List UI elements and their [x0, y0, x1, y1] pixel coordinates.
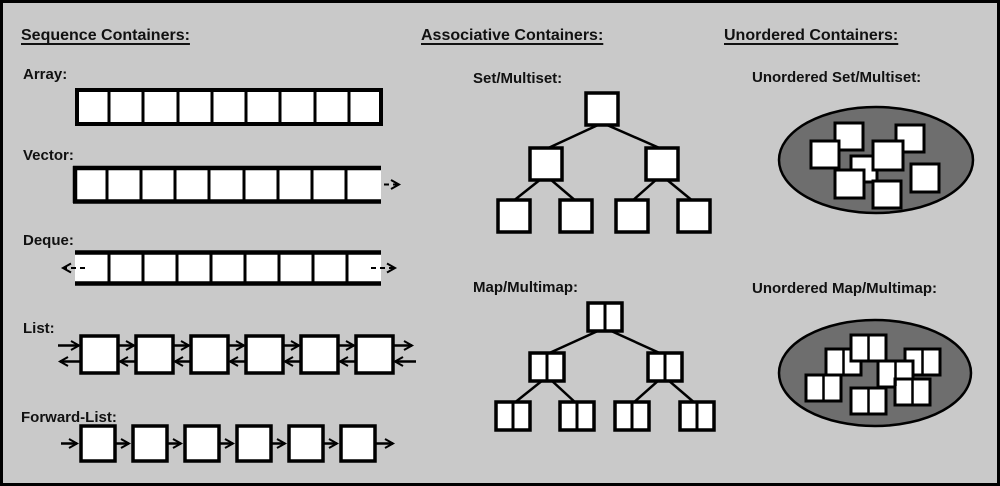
map-tree-diagram	[494, 301, 716, 432]
forward-list-label: Forward-List:	[21, 409, 117, 426]
vector-diagram	[72, 165, 402, 204]
associative-containers-heading: Associative Containers:	[421, 27, 604, 44]
set-tree-diagram	[496, 91, 712, 234]
map-multimap-label: Map/Multimap:	[473, 279, 578, 296]
unordered-set-diagram	[777, 105, 975, 215]
unordered-set-multiset-label: Unordered Set/Multiset:	[752, 69, 922, 86]
diagram-shapes	[57, 88, 975, 463]
sequence-containers-heading: Sequence Containers:	[21, 27, 190, 44]
array-label: Array:	[23, 66, 68, 83]
unordered-map-diagram	[777, 318, 973, 428]
unordered-map-multimap-label: Unordered Map/Multimap:	[752, 280, 938, 297]
deque-diagram	[60, 250, 398, 286]
list-diagram	[57, 334, 416, 375]
deque-label: Deque:	[23, 232, 74, 249]
list-label: List:	[23, 320, 55, 337]
forward-list-diagram	[61, 424, 396, 463]
unordered-containers-heading: Unordered Containers:	[724, 27, 899, 44]
vector-label: Vector:	[23, 147, 74, 164]
array-diagram	[75, 88, 383, 126]
set-multiset-label: Set/Multiset:	[473, 70, 563, 87]
